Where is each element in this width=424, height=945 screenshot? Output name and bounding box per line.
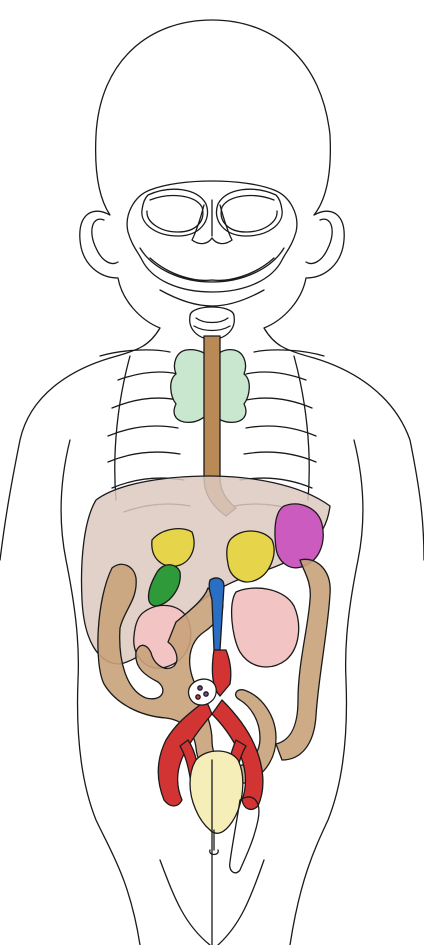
iliac-arteries (157, 699, 264, 811)
trachea-larynx (189, 306, 235, 341)
ear-left (91, 218, 119, 265)
orbit-left (141, 188, 209, 237)
urethra (209, 829, 219, 856)
skull (126, 180, 298, 293)
adrenal-gland-left (226, 530, 275, 583)
genitalia (229, 796, 260, 874)
gallbladder (147, 564, 181, 607)
colon-descending (275, 558, 331, 761)
umbilical-vessel-2 (203, 691, 209, 697)
torso-right (289, 439, 364, 945)
kidney-left (231, 587, 300, 668)
stomach (274, 503, 324, 569)
orbit-right (215, 188, 283, 237)
adrenal-gland-right (151, 528, 195, 567)
aorta (211, 649, 232, 697)
urinary-bladder (189, 750, 244, 834)
orbit-left-inner (146, 194, 204, 233)
mandible (139, 247, 285, 283)
ear-right (305, 218, 333, 265)
orbit-right-inner (220, 194, 278, 233)
leg-divide (159, 859, 265, 945)
umbilical-vessel-1 (197, 685, 203, 691)
umbilical-vessel-3 (195, 694, 201, 700)
umbilicus (187, 678, 217, 706)
torso-left (60, 439, 141, 945)
jaw-line (159, 289, 265, 307)
body-outline (0, 19, 424, 561)
nasal-cavity (191, 199, 233, 245)
